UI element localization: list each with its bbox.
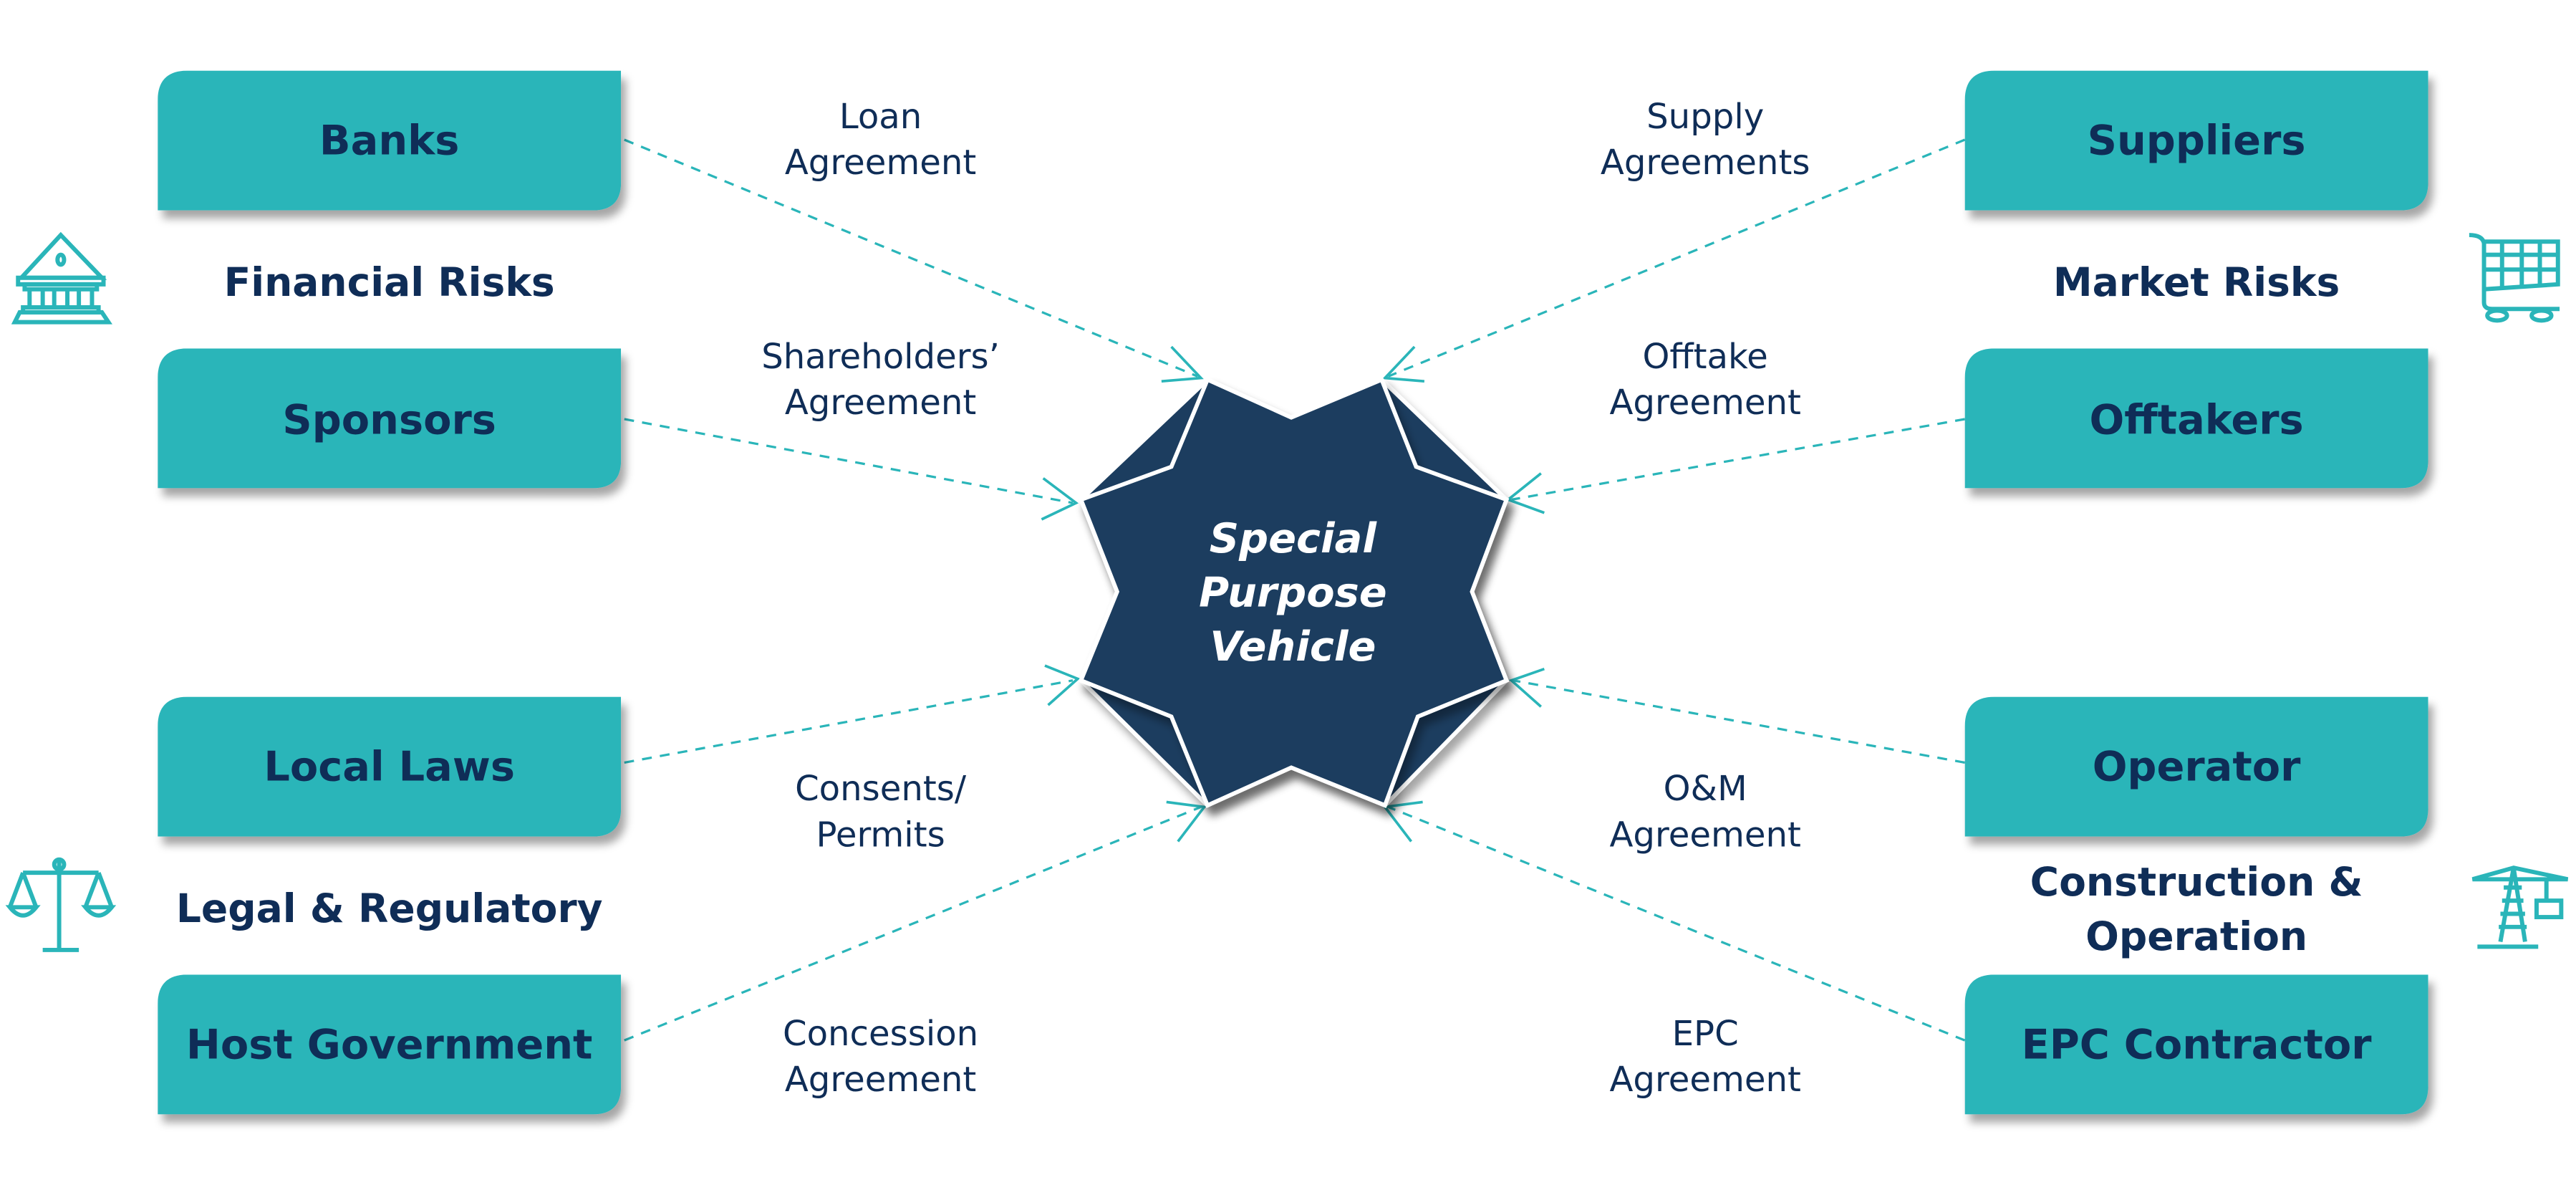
category-legal-regulatory: Legal & Regulatory — [176, 886, 603, 931]
agreement-shareholders: Shareholders’ Agreement — [761, 337, 1000, 423]
crane-icon — [2471, 865, 2569, 949]
arrowhead — [1044, 664, 1081, 706]
party-label: Operator — [2093, 743, 2301, 791]
category-construction-line2: Operation — [2085, 913, 2307, 959]
party-label: Banks — [319, 117, 460, 165]
party-operator: Operator — [1964, 696, 2428, 837]
agreement-label: Offtake — [1643, 337, 1768, 377]
agreement-label: Agreement — [1609, 383, 1800, 423]
connectors — [624, 138, 1966, 1042]
party-label: Local Laws — [264, 743, 515, 791]
connector-offtakers — [1511, 418, 1965, 501]
agreement-concession: Concession Agreement — [783, 1014, 978, 1100]
arrowhead — [1508, 667, 1545, 708]
connector-suppliers — [1387, 138, 1966, 378]
party-label: Offtakers — [2089, 396, 2303, 444]
agreement-label: Agreement — [785, 1060, 976, 1100]
party-sponsors: Sponsors — [158, 348, 622, 489]
agreement-label: EPC — [1672, 1014, 1739, 1054]
agreement-label: Agreement — [1609, 815, 1800, 855]
connector-local-laws — [624, 679, 1074, 764]
party-label: Suppliers — [2088, 117, 2306, 165]
party-label: Host Government — [186, 1020, 593, 1068]
agreement-offtake: Offtake Agreement — [1609, 337, 1800, 423]
category-construction-line1: Construction & — [2030, 859, 2363, 905]
scales-icon — [5, 857, 117, 952]
arrowhead — [1166, 800, 1207, 843]
arrowhead — [1041, 477, 1079, 521]
connector-epc — [1387, 805, 1966, 1042]
agreement-label: Consents/ — [795, 769, 967, 809]
agreement-consents: Consents/ Permits — [795, 769, 967, 855]
agreement-label: Agreement — [785, 383, 976, 423]
party-offtakers: Offtakers — [1964, 348, 2428, 489]
arrowhead — [1505, 472, 1545, 514]
connector-sponsors — [624, 418, 1074, 504]
agreement-label: Shareholders’ — [761, 337, 1000, 377]
spv-title-line1: Special — [1210, 514, 1378, 562]
party-banks: Banks — [158, 70, 622, 211]
agreement-om: O&M Agreement — [1609, 769, 1800, 855]
agreement-epc: EPC Agreement — [1609, 1014, 1800, 1100]
party-label: EPC Contractor — [2022, 1020, 2373, 1068]
spv-title-line3: Vehicle — [1210, 623, 1376, 671]
agreement-label: Permits — [816, 815, 945, 855]
agreement-label: Loan — [839, 97, 922, 137]
agreement-label: Agreement — [1609, 1060, 1800, 1100]
connector-banks — [624, 138, 1198, 378]
agreement-loan: Loan Agreement — [785, 97, 976, 183]
agreement-supply: Supply Agreements — [1601, 97, 1810, 183]
party-local-laws: Local Laws — [158, 696, 622, 837]
arrowhead — [1381, 345, 1425, 383]
party-label: Sponsors — [282, 396, 496, 444]
agreement-label: Agreement — [785, 143, 976, 183]
agreement-label: Supply — [1646, 97, 1764, 137]
category-financial-risks: Financial Risks — [224, 259, 555, 305]
category-market-risks: Market Risks — [2053, 259, 2340, 305]
party-suppliers: Suppliers — [1964, 70, 2428, 211]
connector-operator — [1513, 679, 1965, 764]
agreement-label: Agreements — [1601, 143, 1810, 183]
agreement-label: O&M — [1664, 769, 1747, 809]
connector-host-government — [624, 805, 1202, 1042]
spv-title-line2: Purpose — [1199, 568, 1387, 616]
agreement-label: Concession — [783, 1014, 978, 1054]
spv-star: Special Purpose Vehicle — [1078, 377, 1510, 808]
shopping-cart-icon — [2469, 233, 2560, 323]
party-epc-contractor: EPC Contractor — [1964, 974, 2428, 1115]
bank-icon — [11, 231, 112, 325]
arrowhead — [1161, 345, 1204, 383]
party-host-government: Host Government — [158, 974, 622, 1115]
